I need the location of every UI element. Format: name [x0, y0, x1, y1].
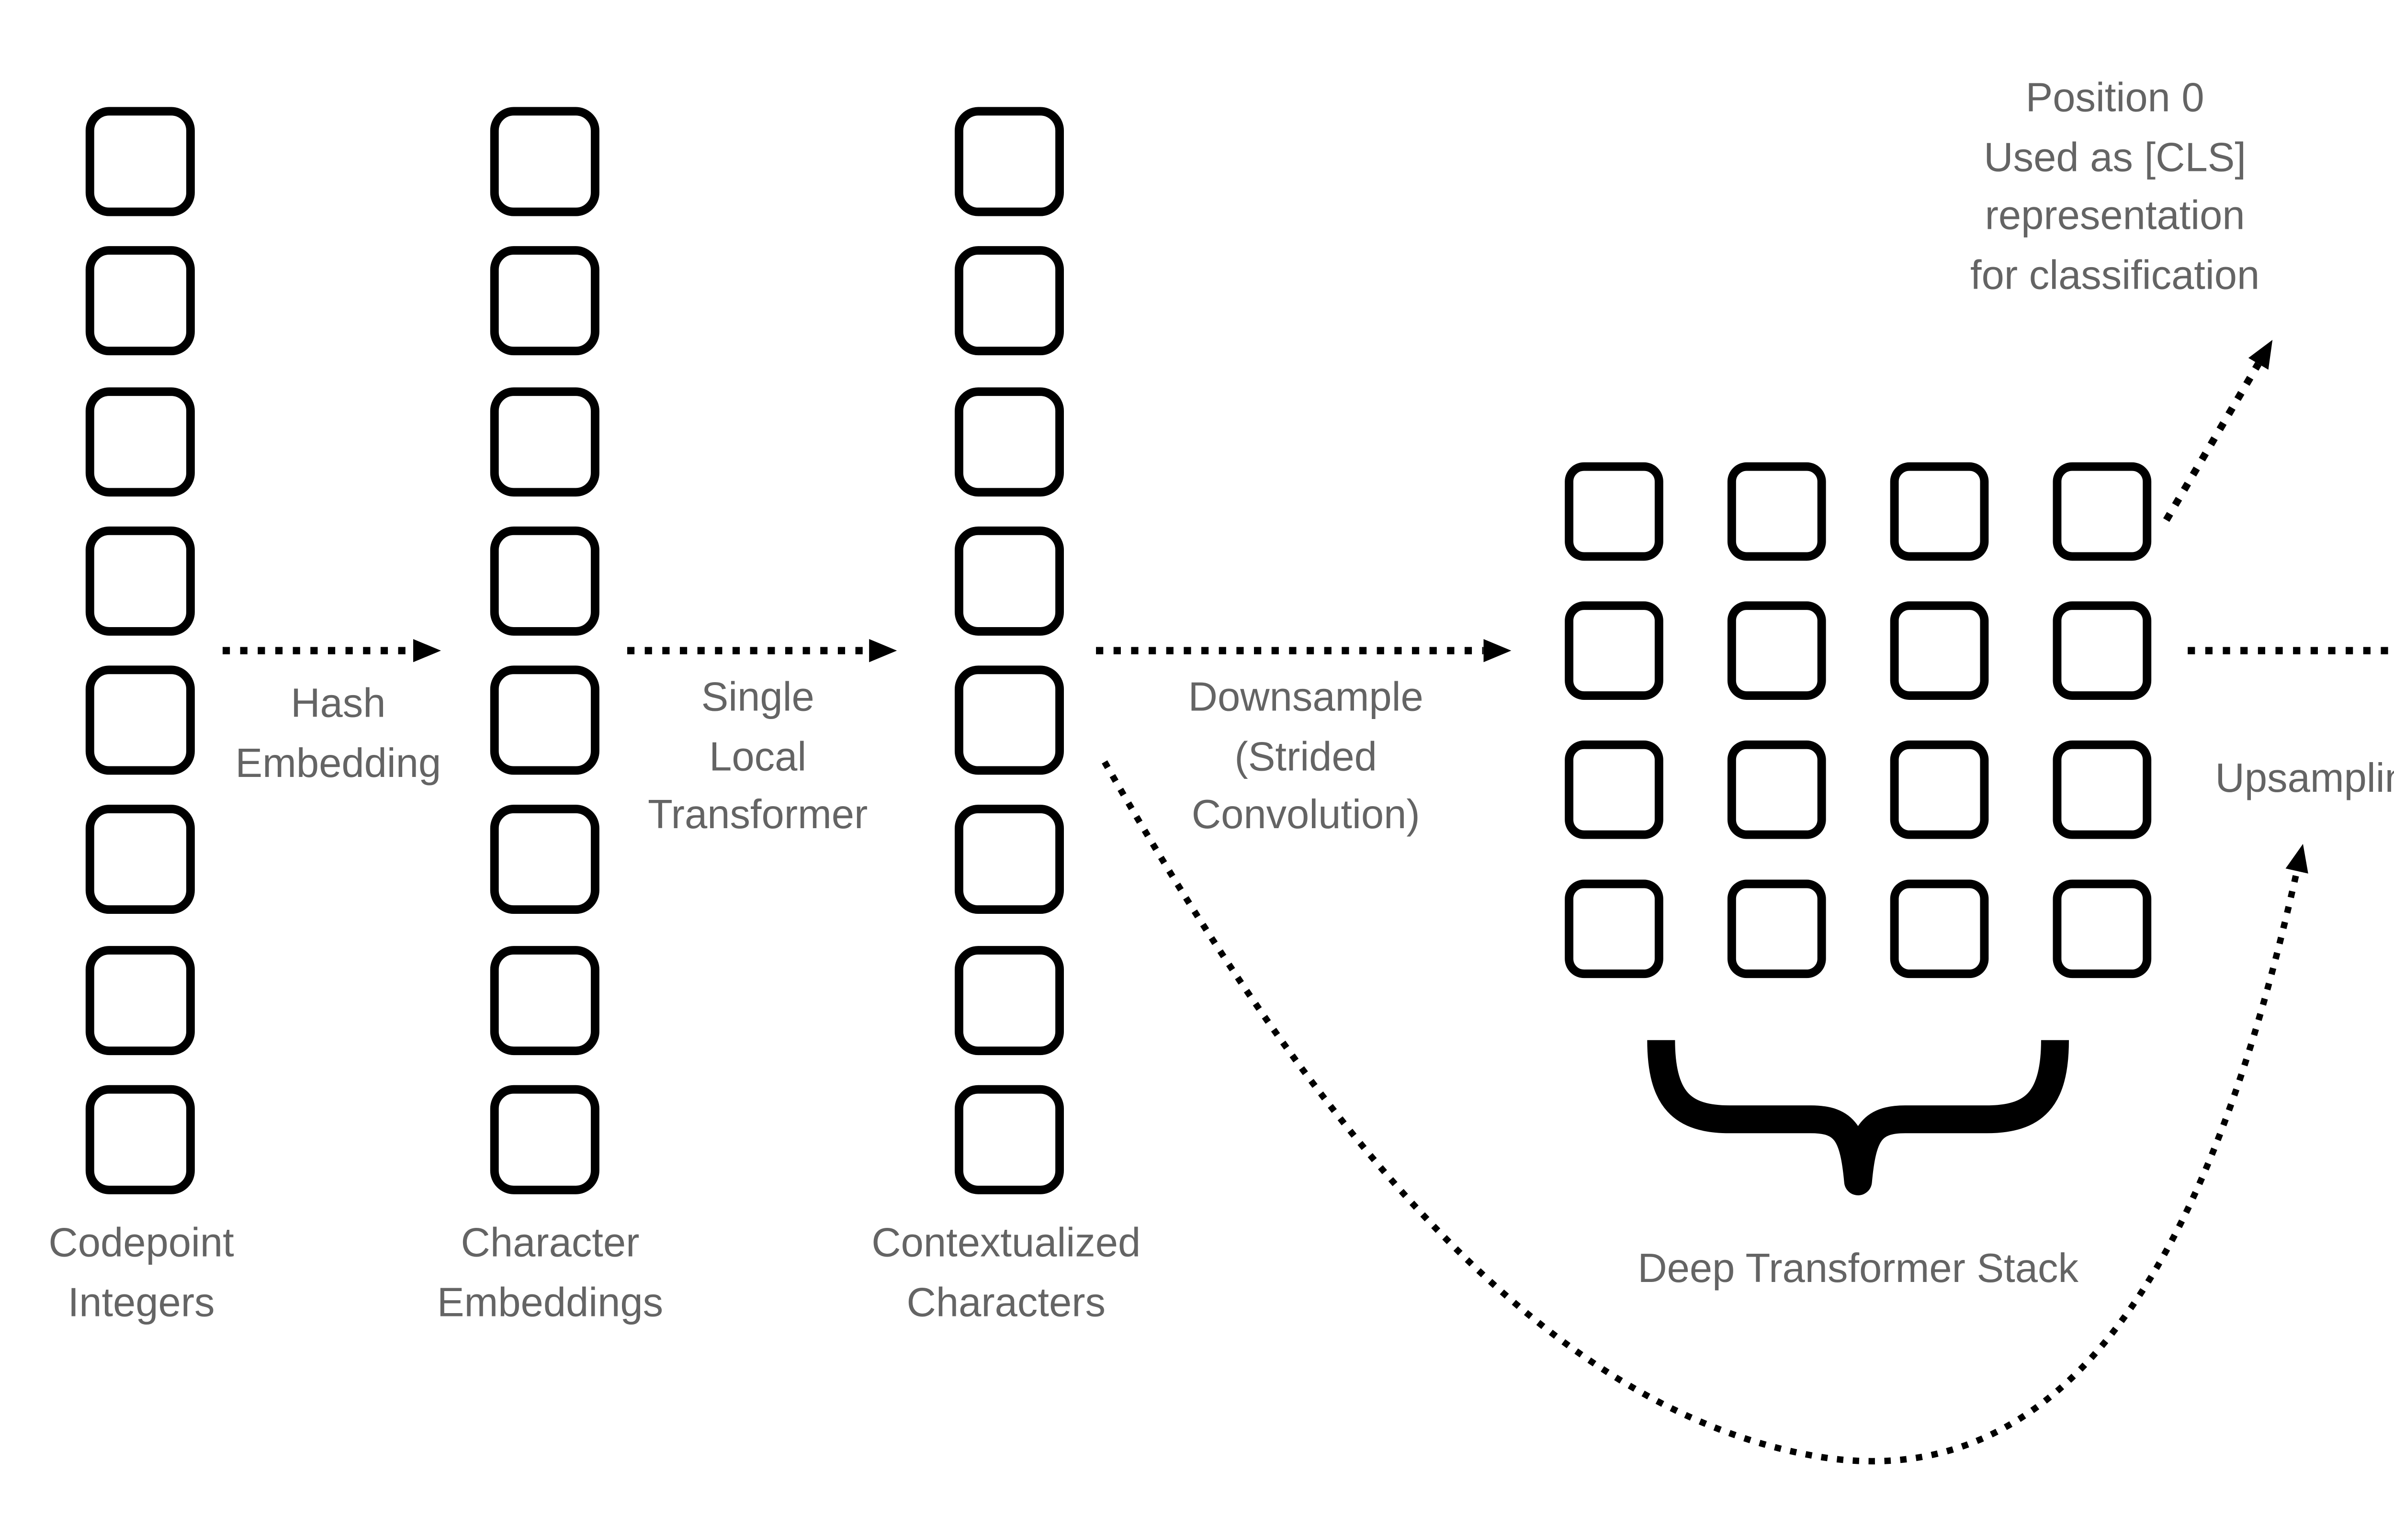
token-box	[954, 247, 1064, 356]
token-box	[490, 666, 599, 776]
token-box	[85, 386, 195, 496]
token-box	[490, 945, 599, 1055]
column-codepoint-integers	[85, 107, 195, 1195]
cls-position0-note: Position 0 Used as [CLS] representation …	[1970, 77, 2260, 299]
token-box	[954, 945, 1064, 1055]
token-box	[954, 107, 1064, 216]
token-box	[954, 666, 1064, 776]
column-character-embeddings	[490, 107, 599, 1195]
downsampled-token-box	[1727, 879, 1826, 978]
codepoint-integers-label: Codepoint Integers	[48, 1222, 234, 1326]
token-box	[490, 1085, 599, 1195]
token-box	[85, 666, 195, 776]
hash-embedding-label: Hash Embedding	[235, 683, 441, 787]
underbrace-shape	[1647, 1040, 2069, 1195]
skip-connection-curve-arrow	[1102, 760, 2308, 1464]
downsampled-token-box	[1727, 462, 1826, 561]
token-box	[85, 806, 195, 915]
column-contextualized-characters	[954, 107, 1064, 1195]
downsample-label: Downsample (Strided Convolution)	[1188, 676, 1423, 839]
token-box	[85, 107, 195, 216]
token-box	[490, 526, 599, 636]
single-local-transformer-label: Single Local Transformer	[647, 676, 868, 839]
downsampled-token-box	[2053, 462, 2152, 561]
downsampled-token-box	[1890, 601, 1989, 700]
downsampled-token-box	[2053, 601, 2152, 700]
token-box	[490, 386, 599, 496]
downsampled-token-box	[1565, 879, 1663, 978]
cls-position0-arrow	[2163, 339, 2273, 522]
contextualized-characters-label: Contextualized Characters	[871, 1222, 1141, 1326]
token-box	[490, 247, 599, 356]
token-box	[954, 386, 1064, 496]
token-box	[85, 526, 195, 636]
downsampled-token-box	[1890, 462, 1989, 561]
token-box	[85, 945, 195, 1055]
deep-transformer-stack-grid	[1565, 462, 2152, 978]
deep-transformer-stack-label: Deep Transformer Stack	[1637, 1248, 2078, 1293]
token-box	[954, 1085, 1064, 1195]
token-box	[954, 806, 1064, 915]
upsampling-label: Upsampling	[2215, 757, 2394, 803]
downsampled-token-box	[1565, 601, 1663, 700]
downsampled-token-box	[1727, 601, 1826, 700]
downsampled-token-box	[1890, 740, 1989, 839]
downsampled-token-box	[1727, 740, 1826, 839]
downsampled-token-box	[1565, 740, 1663, 839]
character-embeddings-label: Character Embeddings	[437, 1222, 664, 1326]
token-box	[954, 526, 1064, 636]
downsampled-token-box	[1565, 462, 1663, 561]
downsampled-token-box	[1890, 879, 1989, 978]
downsampled-token-box	[2053, 740, 2152, 839]
token-box	[85, 1085, 195, 1195]
token-box	[490, 107, 599, 216]
downsampled-token-box	[2053, 879, 2152, 978]
token-box	[490, 806, 599, 915]
token-box	[85, 247, 195, 356]
